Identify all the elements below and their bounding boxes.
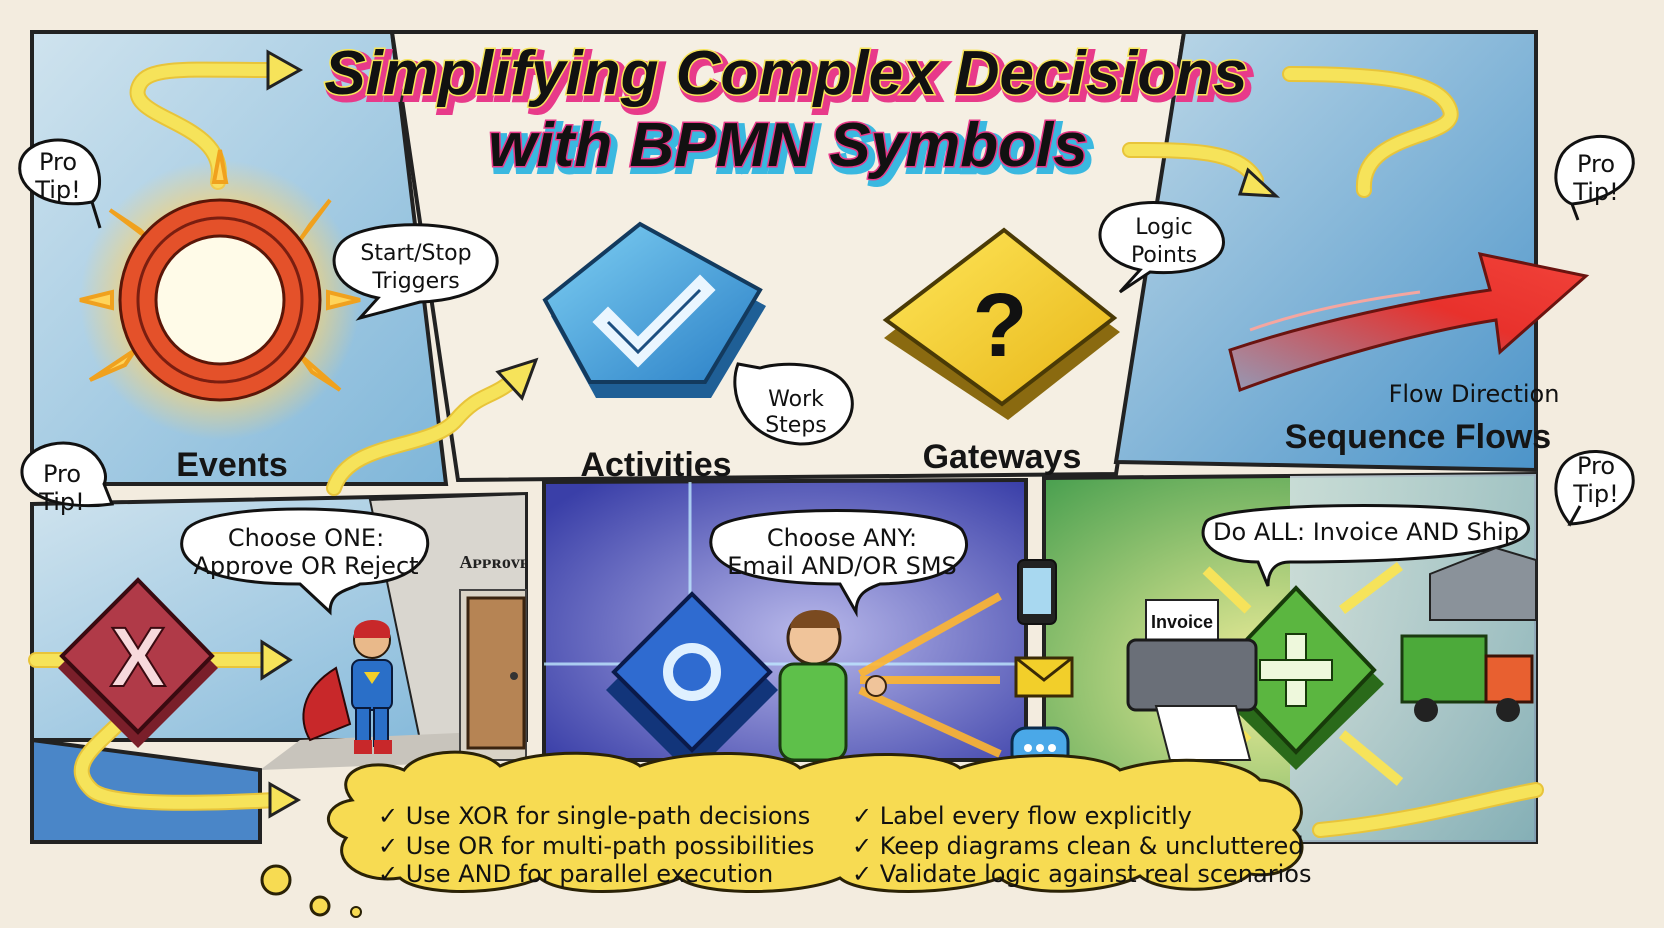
svg-text:Do ALL: Invoice AND Ship: Do ALL: Invoice AND Ship xyxy=(1213,518,1519,546)
question-mark-icon: ? xyxy=(973,276,1028,376)
svg-text:Choose ANY:: Choose ANY: xyxy=(767,524,917,552)
svg-text:Simplifying Complex Decisions: Simplifying Complex Decisions xyxy=(324,39,1247,108)
x-gateway-icon: X xyxy=(58,577,218,748)
sequence-flows-label: Sequence Flows xyxy=(1285,418,1551,456)
envelope-icon xyxy=(1014,656,1074,698)
svg-text:Triggers: Triggers xyxy=(371,269,459,294)
phone-icon xyxy=(1017,559,1057,625)
checklist-right: ✓ Label every flow explicitly ✓ Keep dia… xyxy=(852,802,1311,888)
svg-text:Pro: Pro xyxy=(1577,150,1615,178)
svg-text:Approve OR Reject: Approve OR Reject xyxy=(193,552,418,580)
circle-gateway-icon xyxy=(606,591,778,776)
speech-bubble-start-stop: Start/Stop Triggers xyxy=(332,223,499,321)
printer-icon: Invoice xyxy=(1126,599,1258,761)
checklist-item: ✓ Validate logic against real scenarios xyxy=(852,860,1311,888)
svg-text:Work: Work xyxy=(768,387,824,412)
arrowheads xyxy=(260,49,1281,819)
red-arrow-icon xyxy=(1228,252,1590,392)
checklist-item: ✓ Label every flow explicitly xyxy=(852,802,1192,830)
pro-tip-bubble: Pro Tip! xyxy=(1554,450,1635,527)
svg-text:Pro: Pro xyxy=(1577,452,1615,480)
checklist-item: ✓ Use XOR for single-path decisions xyxy=(378,802,810,830)
speech-bubble-logic-points: Logic Points xyxy=(1098,201,1225,294)
title: Simplifying Complex Decisions Simplifyin… xyxy=(323,38,1256,189)
speech-bubble-xor: Choose ONE: Approve OR Reject xyxy=(180,507,430,616)
svg-text:Points: Points xyxy=(1131,243,1197,268)
speech-bubble-and: Do ALL: Invoice AND Ship xyxy=(1201,504,1530,587)
svg-text:Steps: Steps xyxy=(765,413,827,438)
checklist-item: ✓ Keep diagrams clean & uncluttered xyxy=(852,832,1304,860)
svg-text:Tip!: Tip! xyxy=(1572,480,1618,508)
activities-label: Activities xyxy=(580,446,731,484)
svg-text:with BPMN Symbols: with BPMN Symbols xyxy=(488,111,1087,180)
svg-text:X: X xyxy=(110,610,166,704)
svg-text:Logic: Logic xyxy=(1135,215,1193,240)
door: Aᴘᴘʀᴏᴠᴇ xyxy=(459,552,529,761)
speech-bubble-or: Choose ANY: Email AND/OR SMS xyxy=(709,509,968,618)
svg-text:Email AND/OR SMS: Email AND/OR SMS xyxy=(727,552,957,580)
pro-tip-bubble: Pro Tip! xyxy=(20,441,115,516)
pro-tip-bubble: Pro Tip! xyxy=(18,138,102,229)
gateways-symbol: ? xyxy=(882,227,1120,420)
title-line-1: Simplifying Complex Decisions xyxy=(328,43,1251,112)
truck-icon xyxy=(1400,546,1537,722)
door-sign: Aᴘᴘʀᴏᴠᴇ xyxy=(459,552,528,572)
panel-sequence-flows xyxy=(1113,30,1538,473)
superhero-figure xyxy=(302,620,393,754)
checklist-item: ✓ Use OR for multi-path possibilities xyxy=(378,832,814,860)
events-label: Events xyxy=(176,446,288,484)
svg-text:Pro: Pro xyxy=(39,148,77,176)
svg-text:Tip!: Tip! xyxy=(34,176,80,204)
gateways-label: Gateways xyxy=(923,438,1082,476)
svg-text:Start/Stop: Start/Stop xyxy=(360,241,471,266)
printer-label: Invoice xyxy=(1151,612,1213,632)
svg-text:Pro: Pro xyxy=(43,460,81,488)
flow-direction-label: Flow Direction xyxy=(1389,380,1560,408)
activities-symbol xyxy=(542,221,766,398)
checklist-cloud xyxy=(260,750,1304,918)
panel-bottom-left xyxy=(30,737,262,844)
speech-bubble-work-steps: Work Steps xyxy=(733,362,854,446)
title-line-2: with BPMN Symbols xyxy=(492,115,1091,184)
pro-tip-bubble: Pro Tip! xyxy=(1554,134,1635,221)
svg-text:Tip!: Tip! xyxy=(1572,178,1618,206)
svg-text:Choose ONE:: Choose ONE: xyxy=(228,524,384,552)
checklist-item: ✓ Use AND for parallel execution xyxy=(378,860,773,888)
events-symbol xyxy=(79,149,361,440)
person-figure xyxy=(778,610,887,762)
svg-text:Tip!: Tip! xyxy=(38,488,84,516)
checklist-left: ✓ Use XOR for single-path decisions ✓ Us… xyxy=(378,802,814,888)
